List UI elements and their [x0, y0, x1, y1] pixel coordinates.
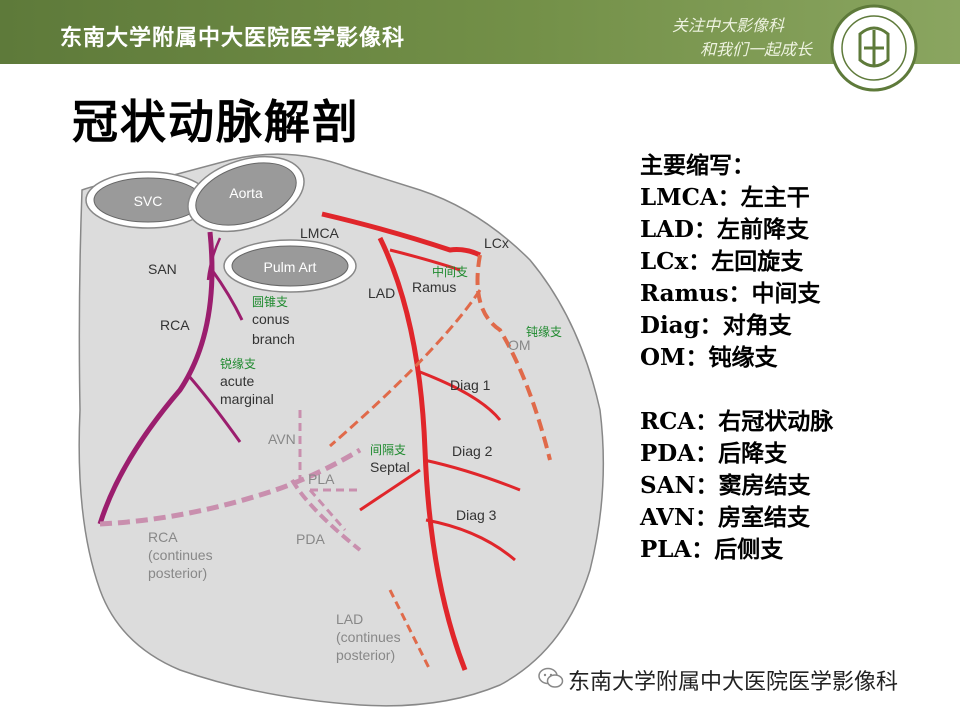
- lad-cont-label2: (continues: [336, 629, 401, 645]
- conus-label-en1: conus: [252, 311, 289, 327]
- abbr-item: OM：钝缘支: [640, 344, 778, 371]
- abbr-item: AVN：房室结支: [640, 504, 811, 531]
- ramus-label-en: Ramus: [412, 279, 456, 295]
- septal-branch: [359, 468, 421, 512]
- slogan-line2: 和我们一起成长: [700, 40, 813, 59]
- page-title: 冠状动脉解剖: [72, 95, 360, 149]
- lad-vessel: [377, 236, 468, 671]
- svc-label: SVC: [134, 193, 163, 209]
- abbr-item: SAN：窦房结支: [640, 472, 811, 499]
- abbr-item: LCx：左回旋支: [640, 248, 804, 275]
- lad-cont-label3: posterior): [336, 647, 395, 663]
- svc-vessel: SVC: [85, 171, 211, 229]
- aorta-label: Aorta: [229, 185, 263, 201]
- pla-label: PLA: [308, 471, 335, 487]
- rca-vessel: [97, 231, 215, 525]
- acute-marginal: [186, 374, 242, 443]
- om-branch: [329, 289, 482, 448]
- om-label-en: OM: [508, 337, 531, 353]
- lmca-label: LMCA: [300, 225, 340, 241]
- septal-label-en: Septal: [370, 459, 410, 475]
- rca-cont-label1: RCA: [148, 529, 178, 545]
- slogan-line1: 关注中大影像科: [672, 16, 785, 35]
- abbr-spacer: [640, 374, 940, 406]
- avn-label: AVN: [268, 431, 296, 447]
- acute-label-cn: 锐缘支: [220, 357, 256, 371]
- lcx-label: LCx: [484, 235, 509, 251]
- header-title: 东南大学附属中大医院医学影像科: [60, 26, 406, 51]
- conus-label-en2: branch: [252, 331, 295, 347]
- conus-label-cn: 圆锥支: [252, 295, 288, 309]
- watermark-text: 东南大学附属中大医院医学影像科: [568, 670, 899, 695]
- ramus-vessel: [389, 248, 461, 272]
- lad-posterior-dashed: [388, 589, 432, 671]
- rca-cont-label3: posterior): [148, 565, 207, 581]
- aorta-vessel: Aorta: [187, 155, 305, 233]
- abbr-item: Ramus：中间支: [640, 280, 821, 307]
- abbr-item: PLA：后侧支: [640, 536, 784, 563]
- hospital-seal-icon: [830, 4, 918, 92]
- lmca-vessel: [321, 211, 482, 258]
- lcx-dashed: [475, 254, 552, 461]
- conus-branch: [210, 269, 244, 321]
- diag3-branch: [425, 518, 516, 562]
- pda-dashed: [290, 478, 362, 552]
- abbr-item: LMCA：左主干: [640, 184, 810, 211]
- diag3-label: Diag 3: [456, 507, 497, 523]
- diag2-label: Diag 2: [452, 443, 493, 459]
- wechat-icon: [538, 667, 564, 688]
- acute-label-en2: marginal: [220, 391, 274, 407]
- lad-cont-label1: LAD: [336, 611, 363, 627]
- pulm-art-vessel: Pulm Art: [223, 239, 357, 293]
- abbr-item: RCA：右冠状动脉: [640, 408, 834, 435]
- om-label-cn: 钝缘支: [526, 325, 562, 339]
- san-branch: [206, 237, 222, 281]
- rca-posterior-dashed: [99, 447, 362, 527]
- ramus-label-cn: 中间支: [432, 264, 468, 279]
- coronary-anatomy-diagram: SVC Aorta Pulm Art SAN RCA 圆锥支 conus bra…: [78, 153, 605, 707]
- abbr-item: PDA：后降支: [640, 440, 788, 467]
- acute-label-en1: acute: [220, 373, 254, 389]
- septal-label-cn: 间隔支: [370, 443, 406, 457]
- pda-label: PDA: [296, 531, 325, 547]
- header-bar: 东南大学附属中大医院医学影像科 关注中大影像科 和我们一起成长: [0, 0, 960, 64]
- abbreviation-list: 主要缩写： LMCA：左主干 LAD：左前降支 LCx：左回旋支 Ramus：中…: [640, 150, 940, 566]
- abbr-item: LAD：左前降支: [640, 216, 809, 243]
- pla-dashed: [308, 488, 360, 531]
- rca-label: RCA: [160, 317, 190, 333]
- diag1-label: Diag 1: [450, 377, 491, 393]
- san-label: SAN: [148, 261, 177, 277]
- abbr-heading: 主要缩写：: [640, 152, 755, 179]
- diag1-branch: [419, 370, 502, 421]
- abbr-item: Diag：对角支: [640, 312, 792, 339]
- lad-label: LAD: [368, 285, 395, 301]
- rca-cont-label2: (continues: [148, 547, 213, 563]
- diag2-branch: [423, 458, 521, 492]
- pulm-art-label: Pulm Art: [264, 259, 317, 275]
